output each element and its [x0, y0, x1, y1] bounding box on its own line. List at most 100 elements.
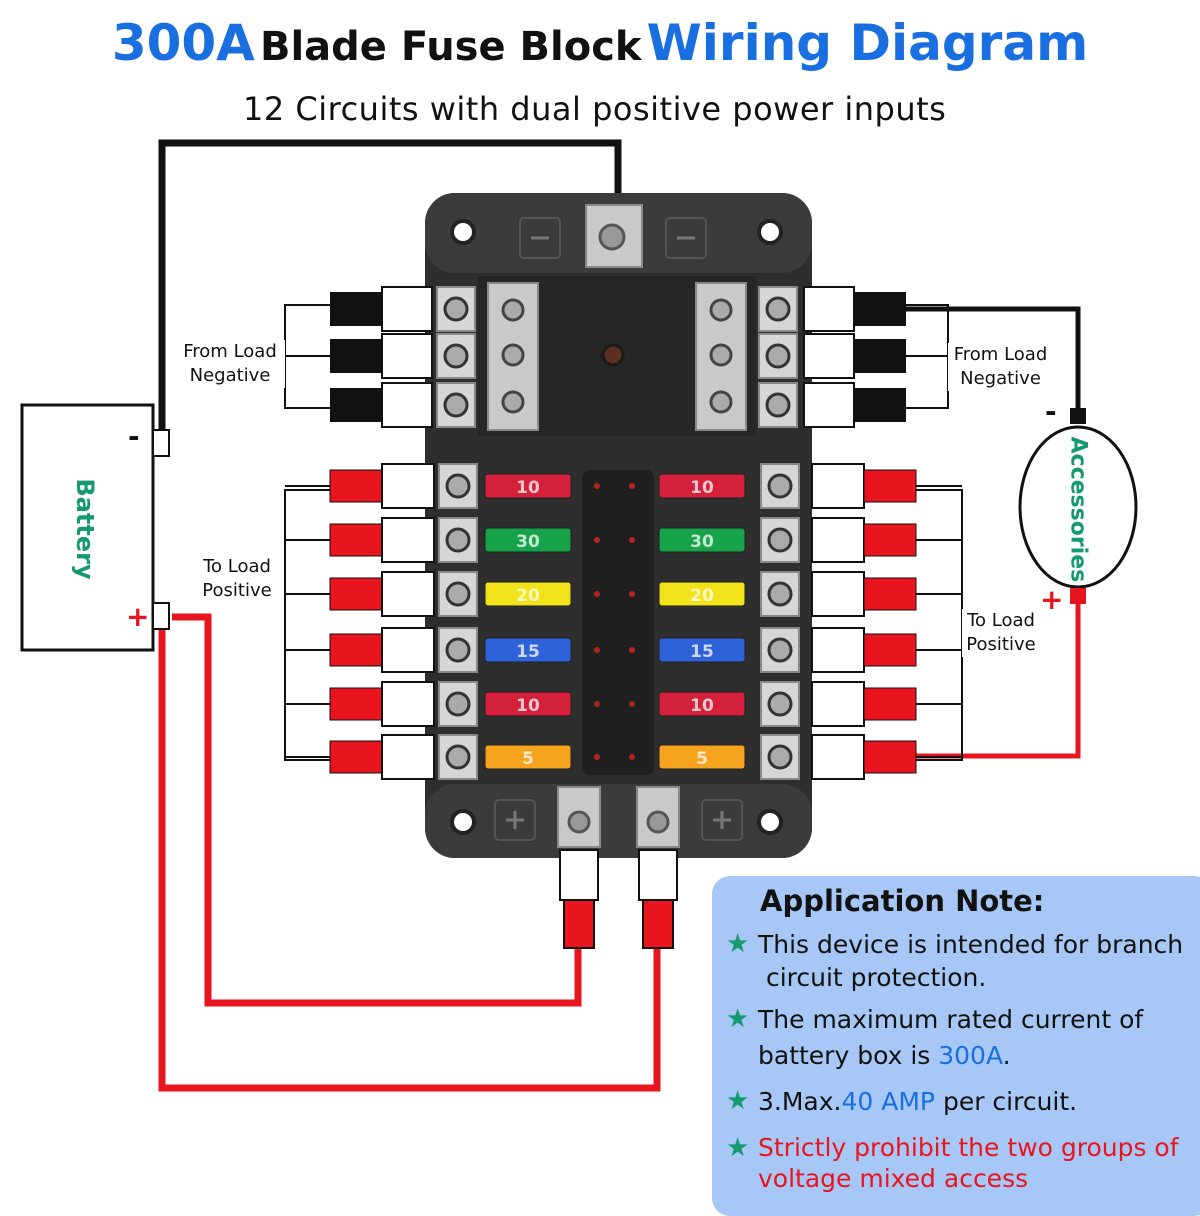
pos-terminal-red-right: [863, 523, 917, 557]
blade-fuse-left: [484, 473, 572, 499]
accessories-negative-wire: [905, 306, 1081, 410]
accessories-positive-terminal: [1070, 588, 1086, 604]
fuse-rating-left: 30: [516, 532, 540, 552]
fuse-indicator-led: [594, 647, 600, 653]
title-product: Blade Fuse Block: [259, 24, 642, 70]
pos-terminal-white-right: [811, 627, 865, 673]
fuse-indicator-led: [629, 591, 635, 597]
fuse-indicator-led: [629, 754, 635, 760]
star-icon: ★: [726, 929, 750, 959]
busbar-screws: [501, 298, 733, 414]
note-item-3: 3.Max.40 AMP per circuit.: [758, 1087, 1078, 1116]
fuse-rating-right: 10: [690, 478, 714, 498]
neg-screw-right: [765, 392, 791, 418]
neg-screw-right: [765, 296, 791, 322]
pos-screw-left: [445, 581, 471, 607]
title-amperage: 300A: [111, 14, 255, 72]
pos-screw-right: [767, 691, 793, 717]
neg-terminal-white-left: [381, 382, 433, 428]
pos-terminal-white-right: [811, 517, 865, 563]
fuse-rating-left: 15: [516, 642, 540, 662]
fuse-indicator-led: [629, 701, 635, 707]
blade-fuse-left: [484, 581, 572, 607]
pos-screw-left: [445, 527, 471, 553]
bottom-terminal-white-right: [638, 849, 678, 901]
blade-fuse-right: [658, 473, 746, 499]
neg-screw-right: [765, 343, 791, 369]
pos-terminal-red-right: [863, 633, 917, 667]
page-title: 300A Blade Fuse Block Wiring Diagram: [0, 14, 1200, 72]
fuse-indicator-led: [594, 483, 600, 489]
pos-terminal-white-right: [811, 571, 865, 617]
pos-terminal-red-left: [329, 633, 383, 667]
fuse-rating-left: 10: [516, 696, 540, 716]
blade-fuse-right: [658, 744, 746, 770]
accessories-ellipse: [1018, 425, 1138, 589]
neg-terminal-black-left: [330, 339, 382, 373]
pos-screw-right: [767, 581, 793, 607]
pos-screw-right-plate: [760, 734, 800, 780]
neg-screw-left: [443, 343, 469, 369]
blade-fuse-left: [484, 744, 572, 770]
neg-screw-right-plate: [758, 333, 798, 379]
pos-terminal-white-left: [381, 571, 435, 617]
pos-screw-left: [445, 473, 471, 499]
pos-terminal-red-left: [329, 523, 383, 557]
fuse-rating-right: 10: [690, 696, 714, 716]
pos-terminal-white-left: [381, 681, 435, 727]
pos-terminal-red-left: [329, 687, 383, 721]
blade-fuse-left: [484, 637, 572, 663]
pos-terminal-red-left: [329, 577, 383, 611]
pos-bracket-left: [284, 489, 330, 761]
battery-positive-sign: +: [126, 600, 150, 633]
star-icon: ★: [726, 1133, 750, 1163]
neg-terminal-white-left: [381, 333, 433, 379]
fuse-indicator-led: [594, 701, 600, 707]
bottom-terminal-red-left: [563, 899, 595, 949]
pos-screw-right: [767, 473, 793, 499]
blade-fuse-right: [658, 691, 746, 717]
fuse-rating-right: 5: [696, 749, 708, 769]
star-icon: ★: [726, 1086, 750, 1116]
neg-terminal-white-right: [803, 286, 855, 332]
pos-terminal-red-left: [329, 469, 383, 503]
fuse-indicator-led: [594, 754, 600, 760]
battery-label: Battery: [71, 478, 99, 580]
neg-terminal-white-right: [803, 382, 855, 428]
fuse-rating-left: 10: [516, 478, 540, 498]
note-item-4: Strictly prohibit the two groups of volt…: [758, 1133, 1179, 1193]
neg-terminal-black-left: [330, 388, 382, 422]
battery-positive-terminal: [152, 602, 170, 630]
battery-negative-sign: -: [128, 420, 140, 453]
blade-fuse-left: [484, 527, 572, 553]
accessories-positive-wire: [915, 604, 1081, 759]
application-note-panel: [712, 876, 1200, 1216]
battery-negative-wire: [158, 139, 622, 438]
pos-terminal-white-left: [381, 463, 435, 509]
neg-terminal-black-right: [854, 292, 906, 326]
neg-terminal-white-left: [381, 286, 433, 332]
pos-terminal-red-right: [863, 469, 917, 503]
bottom-terminal-red-right: [642, 899, 674, 949]
fuse-rating-right: 20: [690, 586, 714, 606]
accessories-label: Accessories: [1065, 436, 1091, 583]
blade-fuse-right: [658, 581, 746, 607]
pos-terminal-white-left: [381, 517, 435, 563]
pos-screw-left: [445, 691, 471, 717]
battery-box: [20, 403, 155, 652]
pos-terminal-white-right: [811, 681, 865, 727]
star-icon: ★: [726, 1004, 750, 1034]
accessories-negative-terminal: [1070, 408, 1086, 424]
application-note-title: Application Note:: [760, 884, 1045, 918]
pos-terminal-white-left: [381, 627, 435, 673]
blade-fuse-left: [484, 691, 572, 717]
blade-fuse-right: [658, 527, 746, 553]
neg-terminal-black-left: [330, 292, 382, 326]
battery-positive-wire-inner: [172, 613, 582, 1007]
fuse-indicator-led: [629, 483, 635, 489]
pos-terminal-white-right: [811, 734, 865, 780]
neg-terminal-white-right: [803, 333, 855, 379]
